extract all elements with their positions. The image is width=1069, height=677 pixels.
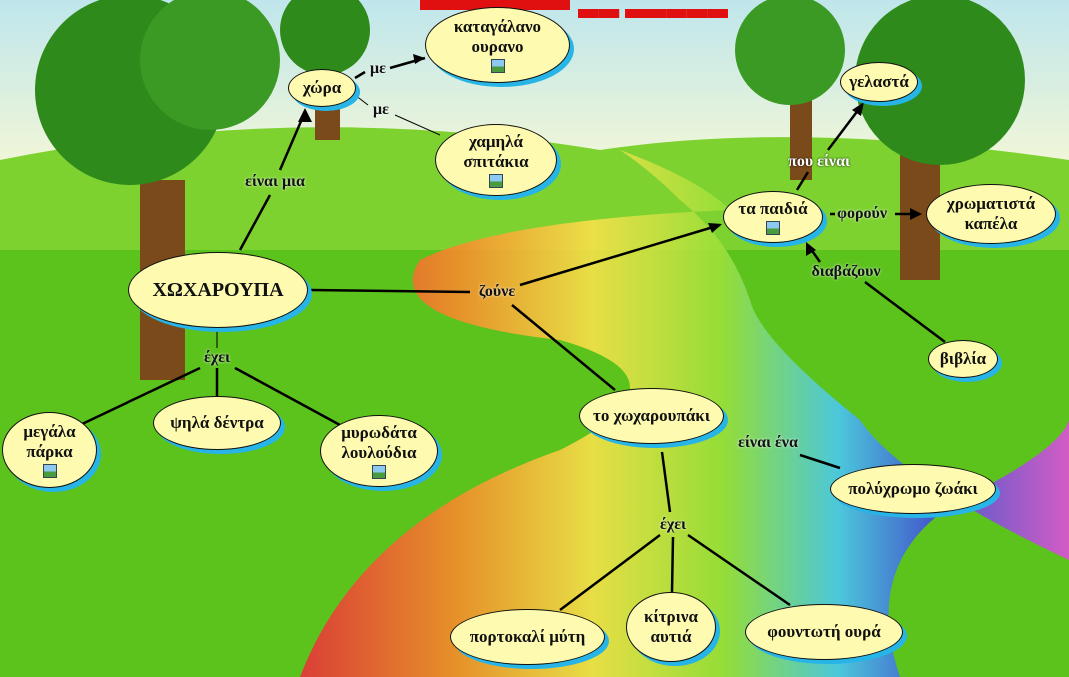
link-label-has[interactable]: έχει: [203, 349, 231, 366]
concept-smiling[interactable]: γελαστά: [840, 62, 918, 102]
concept-text: μεγάλα: [23, 422, 76, 441]
link-label-who-are[interactable]: που είναι: [788, 153, 850, 170]
title-decoration: [420, 0, 570, 10]
link-label-is-a[interactable]: είναι μια: [245, 173, 305, 190]
concept-text: φουντωτή ουρά: [767, 622, 881, 641]
link-label-is-a[interactable]: είναι ένα: [738, 434, 798, 451]
concept-text: βιβλία: [939, 349, 987, 368]
concept-text: μυρωδάτα: [341, 423, 417, 442]
concept-text: χαμηλά: [469, 132, 523, 151]
concept-text: τα παιδιά: [738, 199, 808, 218]
image-icon[interactable]: [489, 174, 503, 188]
concept-text: κίτρινα: [644, 607, 698, 626]
concept-text: ψηλά δέντρα: [170, 413, 264, 432]
concept-books[interactable]: βιβλία: [928, 340, 998, 378]
concept-text: καταγάλανο: [453, 17, 542, 36]
concept-text: ΧΩΧΑΡΟΥΠΑ: [152, 279, 284, 301]
concept-text: γελαστά: [849, 72, 909, 91]
concept-text: πορτοκαλί μύτη: [469, 627, 586, 646]
title-fragment: ▬▬ ▬▬▬▬▬: [578, 0, 728, 25]
concept-text: καπέλα: [964, 214, 1018, 233]
image-icon[interactable]: [42, 464, 57, 478]
link-label-with[interactable]: με: [373, 101, 389, 118]
concept-creature[interactable]: το χωχαρουπάκι: [579, 388, 724, 444]
concept-nose[interactable]: πορτοκαλί μύτη: [450, 609, 605, 665]
concept-text: αυτιά: [650, 627, 692, 646]
link-label-live[interactable]: ζούνε: [478, 283, 516, 300]
concept-animal[interactable]: πολύχρωμο ζωάκι: [830, 464, 996, 514]
tree-right: [735, 0, 1025, 280]
link-label-with[interactable]: με: [370, 60, 386, 77]
concept-main[interactable]: ΧΩΧΑΡΟΥΠΑ: [128, 252, 308, 328]
concept-trees[interactable]: ψηλά δέντρα: [153, 396, 281, 450]
concept-text: χώρα: [302, 78, 342, 97]
link-label-has[interactable]: έχει: [659, 516, 687, 533]
connector-lines: [79, 56, 946, 611]
image-icon[interactable]: [766, 221, 780, 235]
image-icon[interactable]: [372, 465, 386, 479]
concept-tail[interactable]: φουντωτή ουρά: [745, 604, 903, 660]
concept-text: σπιτάκια: [463, 152, 529, 171]
concept-text: πάρκα: [26, 442, 73, 461]
concept-country[interactable]: χώρα: [288, 69, 356, 107]
concept-text: το χωχαρουπάκι: [593, 406, 710, 425]
image-icon[interactable]: [490, 59, 505, 73]
tree-left: [35, 0, 280, 380]
arrowheads: [298, 54, 922, 256]
concept-kids[interactable]: τα παιδιά: [723, 191, 823, 243]
link-label-wear[interactable]: φορούν: [837, 205, 887, 222]
link-label-read[interactable]: διαβάζουν: [811, 263, 881, 280]
concept-text: πολύχρωμο ζωάκι: [848, 479, 978, 498]
concept-text: λουλούδια: [341, 443, 417, 462]
concept-text: χρωματιστά: [946, 194, 1036, 213]
concept-text: ουρανο: [471, 37, 524, 56]
